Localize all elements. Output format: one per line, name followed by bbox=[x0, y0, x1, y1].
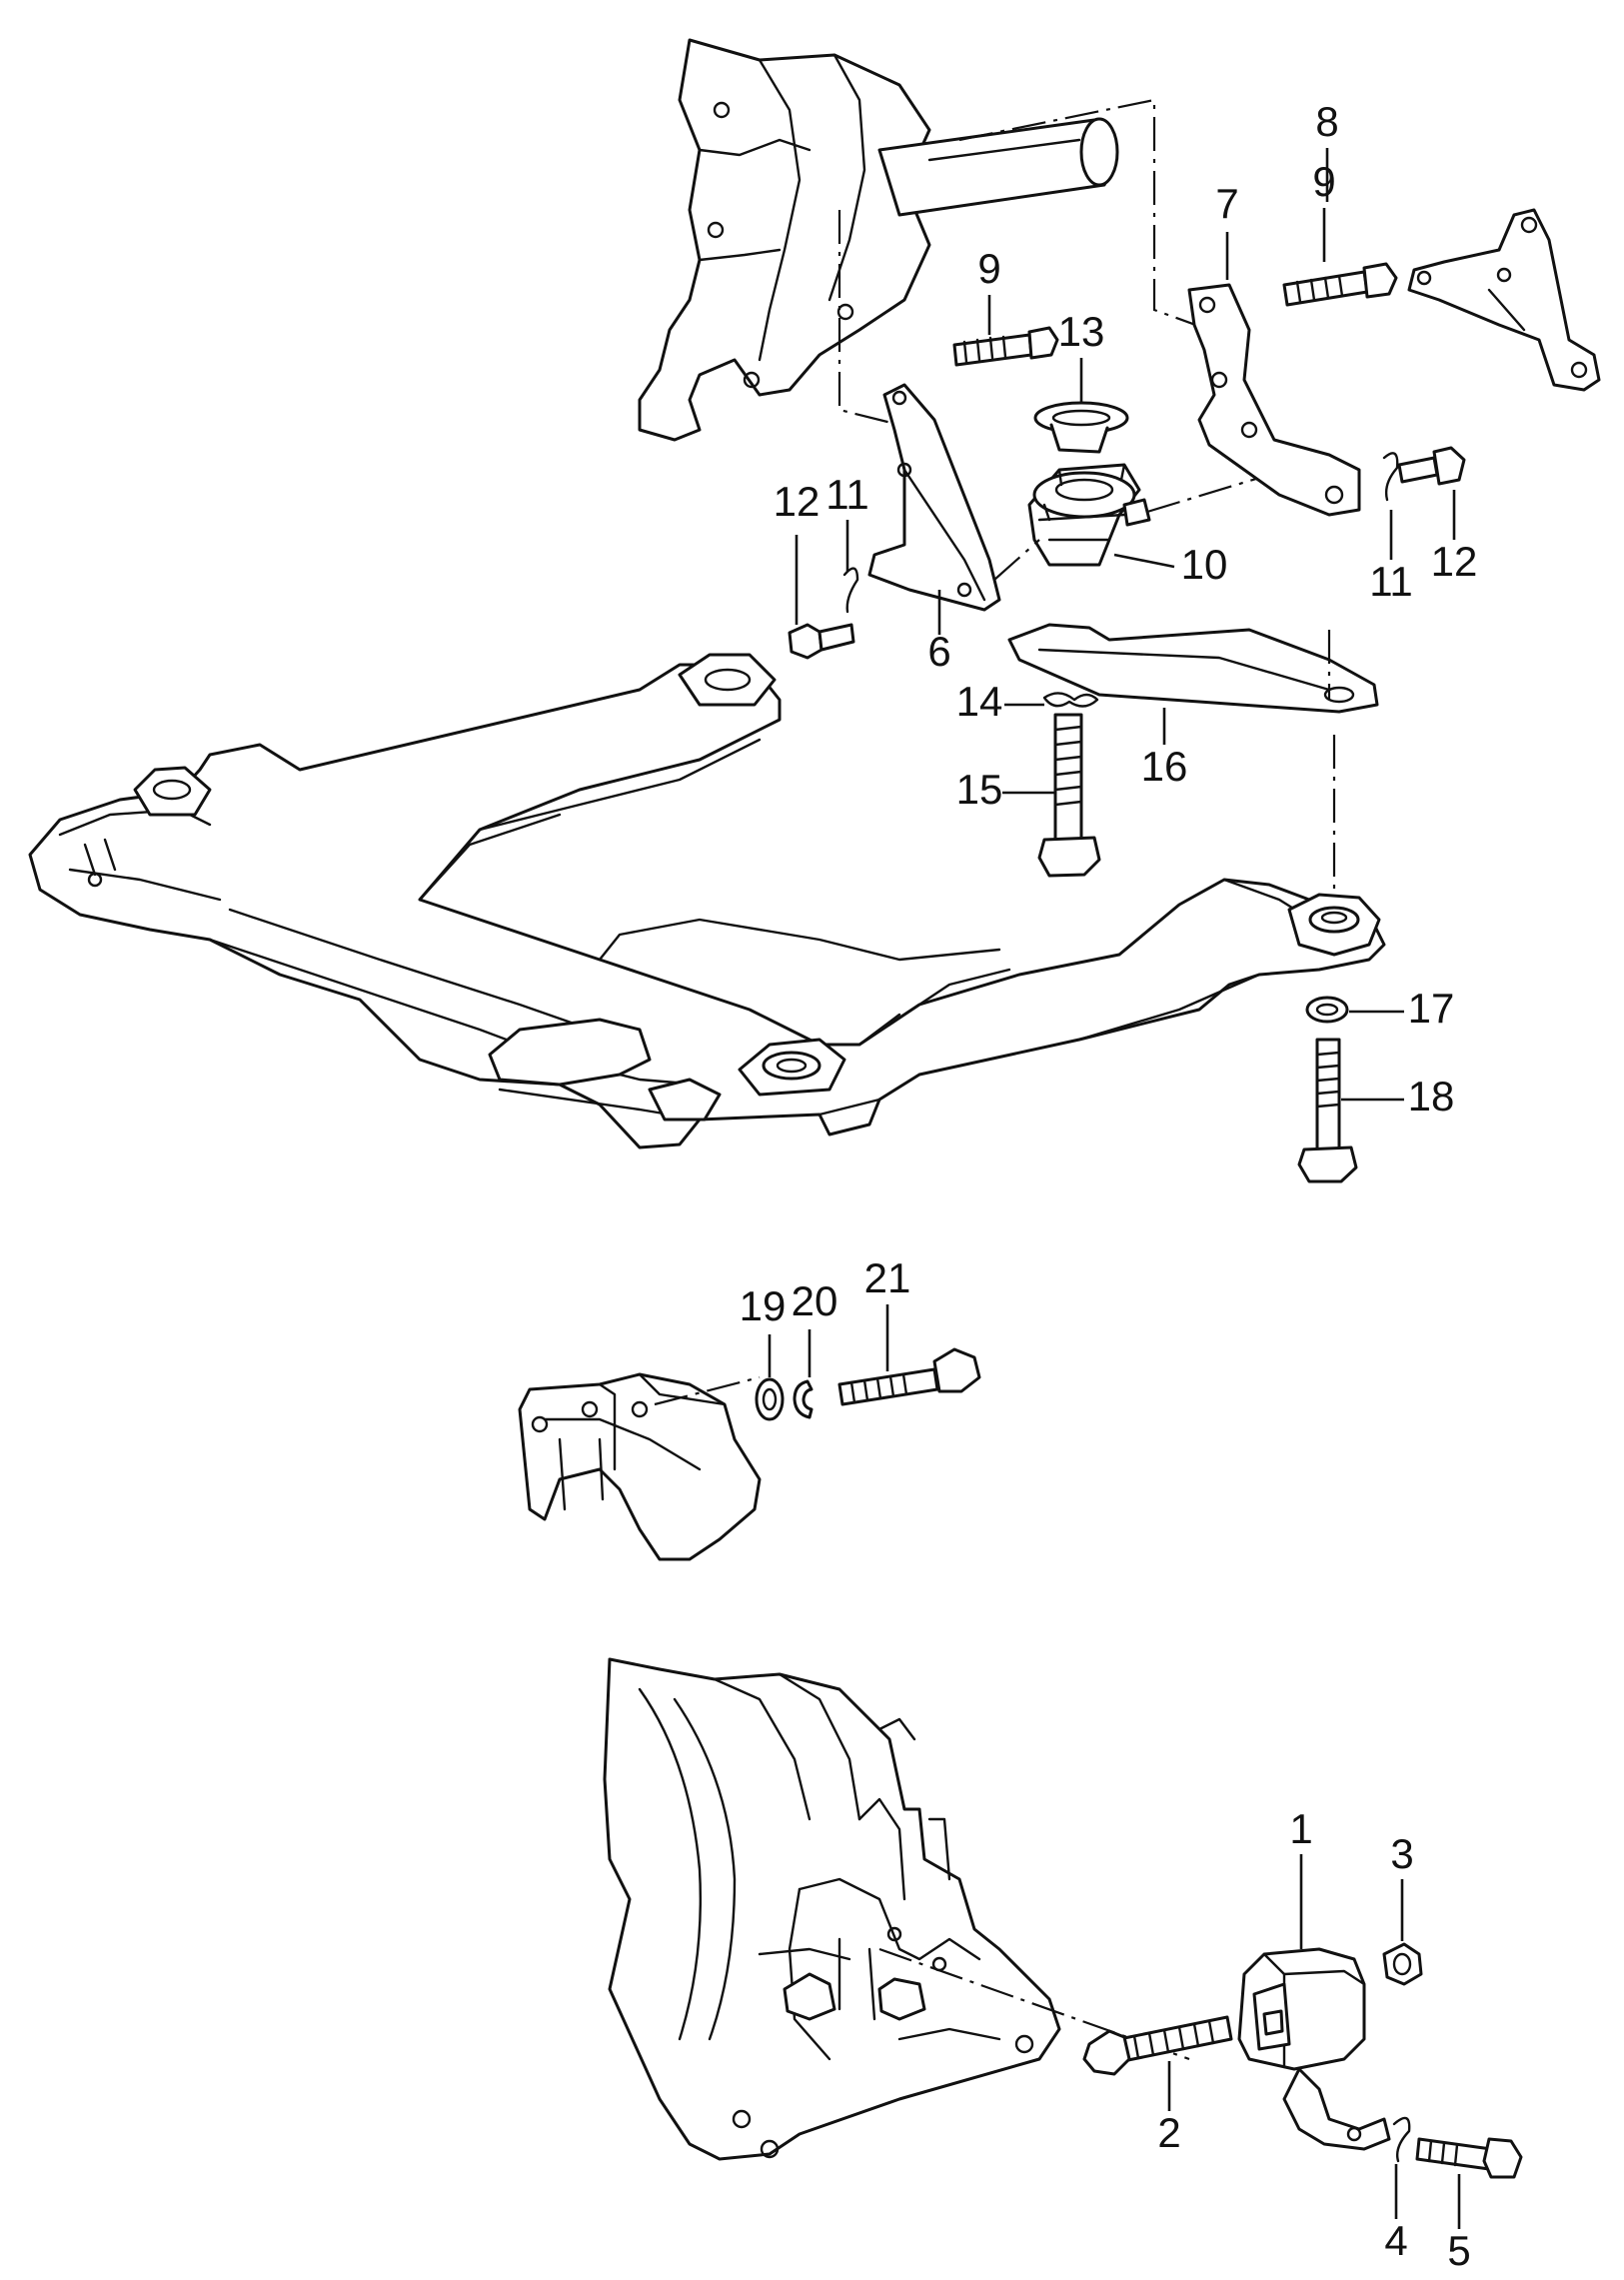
leader-lines bbox=[768, 148, 1461, 2229]
centerline-axis-upper-left bbox=[837, 210, 900, 427]
callout-12-left: 12 bbox=[774, 478, 820, 525]
gearbox-housing bbox=[603, 1657, 1061, 2161]
washer-19 bbox=[755, 1377, 785, 1421]
lock-washer-11-right bbox=[1382, 452, 1399, 502]
lock-washer-4 bbox=[1392, 2116, 1411, 2163]
callout-4: 4 bbox=[1384, 2217, 1407, 2264]
lock-washer-11-left bbox=[842, 567, 859, 614]
washer-17 bbox=[1305, 996, 1349, 1024]
callout-16: 16 bbox=[1141, 743, 1188, 790]
bolt-5 bbox=[1415, 2137, 1523, 2179]
centerline-plate-16 bbox=[1327, 630, 1336, 900]
bolt-9-left bbox=[952, 326, 1059, 367]
bolt-21 bbox=[837, 1347, 981, 1406]
callout-19: 19 bbox=[740, 1282, 787, 1329]
nut-3 bbox=[1382, 1942, 1423, 1986]
bolt-15 bbox=[1037, 713, 1101, 878]
callout-13: 13 bbox=[1058, 308, 1105, 355]
bolt-12-right bbox=[1397, 446, 1466, 486]
callout-18: 18 bbox=[1408, 1073, 1455, 1120]
engine-block-housing bbox=[638, 38, 1119, 442]
callout-20: 20 bbox=[792, 1277, 838, 1324]
callout-labels: 8 7 9 9 13 12 11 11 12 10 6 14 15 16 17 … bbox=[740, 98, 1478, 2274]
callout-7: 7 bbox=[1215, 180, 1238, 227]
callout-11-right: 11 bbox=[1369, 558, 1413, 605]
lock-washer-14 bbox=[1042, 692, 1099, 708]
transmission-housing-section bbox=[518, 1372, 762, 1561]
gearbox-mount-1 bbox=[1237, 1947, 1391, 2151]
bolt-2 bbox=[1082, 2015, 1233, 2076]
callout-8: 8 bbox=[1315, 98, 1338, 145]
lock-washer-20 bbox=[793, 1379, 813, 1419]
callout-14: 14 bbox=[956, 678, 1003, 725]
callout-1: 1 bbox=[1289, 1805, 1312, 1852]
callout-12-right: 12 bbox=[1431, 538, 1478, 585]
support-plate-16 bbox=[1007, 623, 1379, 714]
callout-9-right: 9 bbox=[1312, 158, 1335, 205]
callout-3: 3 bbox=[1390, 1830, 1413, 1877]
bolt-12-left bbox=[788, 623, 855, 660]
mount-bracket-upper-right bbox=[1407, 208, 1601, 392]
bolt-18 bbox=[1297, 1038, 1358, 1183]
centerline-middle-section bbox=[654, 1375, 761, 1406]
front-subframe bbox=[28, 653, 1386, 1149]
callout-5: 5 bbox=[1447, 2227, 1470, 2274]
callout-2: 2 bbox=[1157, 2109, 1180, 2156]
callout-21: 21 bbox=[864, 1254, 911, 1301]
centerline-axis-upper-right bbox=[958, 98, 1210, 332]
engine-mount-10 bbox=[1027, 463, 1151, 567]
callout-9-left: 9 bbox=[977, 245, 1000, 292]
bolt-9-right bbox=[1282, 262, 1398, 307]
callout-11-left: 11 bbox=[825, 471, 869, 518]
mount-bracket-right bbox=[1187, 283, 1361, 517]
callout-15: 15 bbox=[956, 766, 1003, 813]
rubber-buffer-13 bbox=[1033, 401, 1129, 454]
callout-10: 10 bbox=[1181, 541, 1228, 588]
callout-17: 17 bbox=[1408, 985, 1455, 1032]
mount-bracket-left bbox=[867, 383, 1001, 612]
callout-6: 6 bbox=[927, 628, 950, 675]
